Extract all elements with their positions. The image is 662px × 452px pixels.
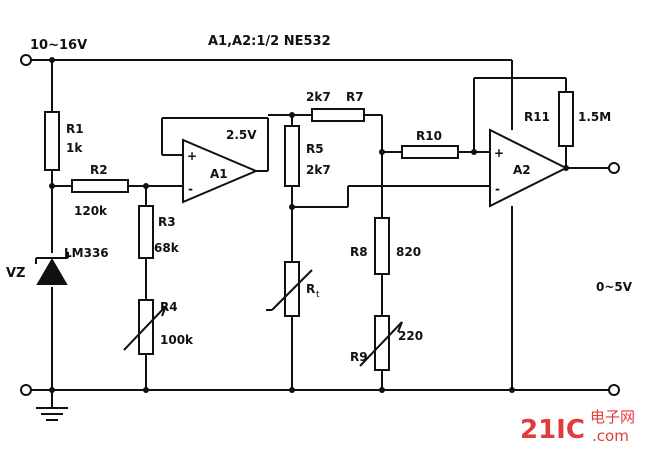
zener-diode-vz [35,252,69,285]
r2-value: 120k [74,204,108,218]
potentiometer-r9 [359,315,403,371]
output-terminal [608,162,620,174]
output-range-label: 0~5V [596,280,633,294]
a2-minus-sign: - [495,182,500,196]
opamp-type-note: A1,A2:1/2 NE532 [208,34,331,49]
r11-name: R11 [524,110,550,124]
ground-terminal-left [20,384,32,396]
resistor-r7 [311,108,365,122]
watermark-domain: .com [592,427,629,445]
rt-label: R t [306,282,320,300]
r3-name: R3 [158,215,176,229]
r7-value: 2k7 [306,90,331,104]
r8-name: R8 [350,245,368,259]
a1-plus-sign: + [187,149,197,163]
resistor-r3 [138,205,154,259]
r2-name: R2 [90,163,108,177]
r4-name: R4 [160,300,178,314]
vz-part-number: LM336 [64,246,109,260]
supply-voltage-label: 10~16V [30,38,87,53]
junctions [49,57,569,393]
thermistor-rt [266,261,313,317]
a1-label: A1 [210,167,228,181]
resistor-r10 [401,145,459,159]
wires [28,59,610,421]
r10-name: R10 [416,129,442,143]
r9-value: 220 [398,329,423,343]
opamp-a1 [182,138,259,204]
r5-value: 2k7 [306,163,331,177]
r9-name: R9 [350,350,368,364]
rt-subscript: t [316,290,320,300]
supply-terminal [20,54,32,66]
r4-value: 100k [160,333,194,347]
rt-name: R [306,282,315,296]
resistor-r8 [374,217,390,275]
r11-value: 1.5M [578,110,611,124]
r8-value: 820 [396,245,421,259]
r1-name: R1 [66,122,84,136]
resistor-r5 [284,125,300,187]
watermark-brand: 21IC [520,415,585,445]
opamp-a2 [489,128,569,208]
resistor-r1 [44,111,60,171]
resistor-r11 [558,91,574,147]
watermark-logo: 21IC 电子网 .com [520,408,635,445]
r7-name: R7 [346,90,364,104]
a1-minus-sign: - [188,182,193,196]
resistor-r2 [71,179,129,193]
r5-name: R5 [306,142,324,156]
potentiometer-r4 [123,299,167,355]
ref-voltage-label: 2.5V [226,128,257,142]
r3-value: 68k [154,241,180,255]
ground-terminal-right [608,384,620,396]
vz-name: VZ [6,266,26,281]
a2-label: A2 [513,163,531,177]
a2-plus-sign: + [494,146,504,160]
r1-value: 1k [66,141,83,155]
watermark-sub: 电子网 [590,408,635,426]
